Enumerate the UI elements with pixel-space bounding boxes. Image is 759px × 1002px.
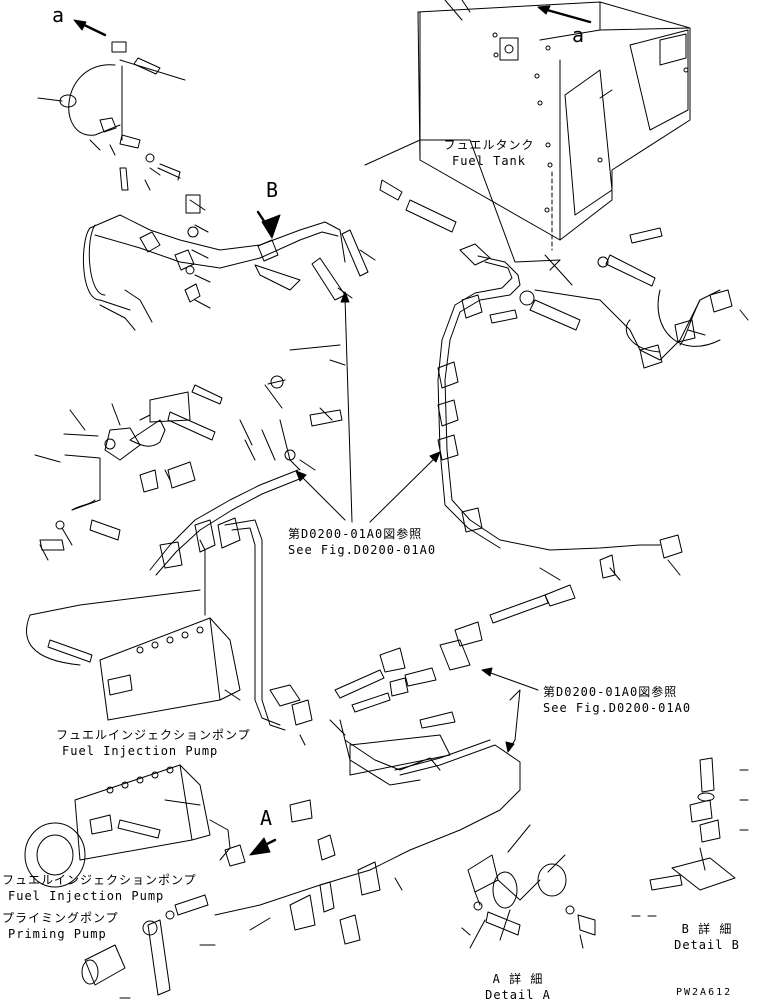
upper-pipe-b (82, 194, 369, 331)
view-a-marker: A (260, 806, 273, 830)
right-hose-route (379, 179, 733, 579)
central-pipes (149, 469, 313, 731)
fuel-injection-pump-2 (24, 764, 246, 888)
middle-hoses (214, 584, 576, 916)
detail-a-en: Detail A (485, 988, 551, 1002)
see-fig-2-jp: 第D0200-01A0図参照 (543, 685, 678, 699)
top-left-assembly (37, 19, 186, 191)
see-fig-2-en: See Fig.D0200-01A0 (543, 701, 692, 715)
detail-b (631, 757, 736, 917)
fuel-injection-pump-1-jp: フュエルインジェクションポンプ (56, 728, 251, 742)
leader-lines (249, 291, 681, 856)
view-b-marker: B (266, 178, 279, 202)
fuel-injection-pump-1-en: Fuel Injection Pump (62, 744, 219, 758)
priming-pump-en: Priming Pump (8, 927, 107, 941)
fuel-injection-pump-2-en: Fuel Injection Pump (8, 889, 165, 903)
fuel-injection-pump-2-jp: フュエルインジェクションポンプ (2, 873, 197, 887)
tank-leader (364, 139, 561, 263)
detail-b-en: Detail B (674, 938, 740, 952)
priming-pump (81, 799, 381, 999)
detail-a-jp: A 詳 細 (492, 972, 544, 986)
detail-b-jp: B 詳 細 (681, 922, 733, 936)
see-fig-1-jp: 第D0200-01A0図参照 (288, 527, 423, 541)
ref-a-top-left: a (52, 3, 65, 27)
fuel-tank-label-en: Fuel Tank (451, 154, 527, 168)
ref-a-top-right: a (572, 23, 585, 47)
detail-a (467, 824, 596, 949)
callout-ticks (34, 167, 749, 949)
priming-pump-jp: プライミングポンプ (2, 911, 119, 925)
fuel-tank (417, 0, 691, 251)
mid-left-assembly (39, 344, 343, 551)
drawing-code: PW2A612 (676, 987, 733, 998)
fuel-tank-label-jp: フュエルタンク (443, 138, 535, 152)
fuel-injection-pump-1 (26, 589, 241, 721)
see-fig-1-en: See Fig.D0200-01A0 (288, 543, 437, 557)
